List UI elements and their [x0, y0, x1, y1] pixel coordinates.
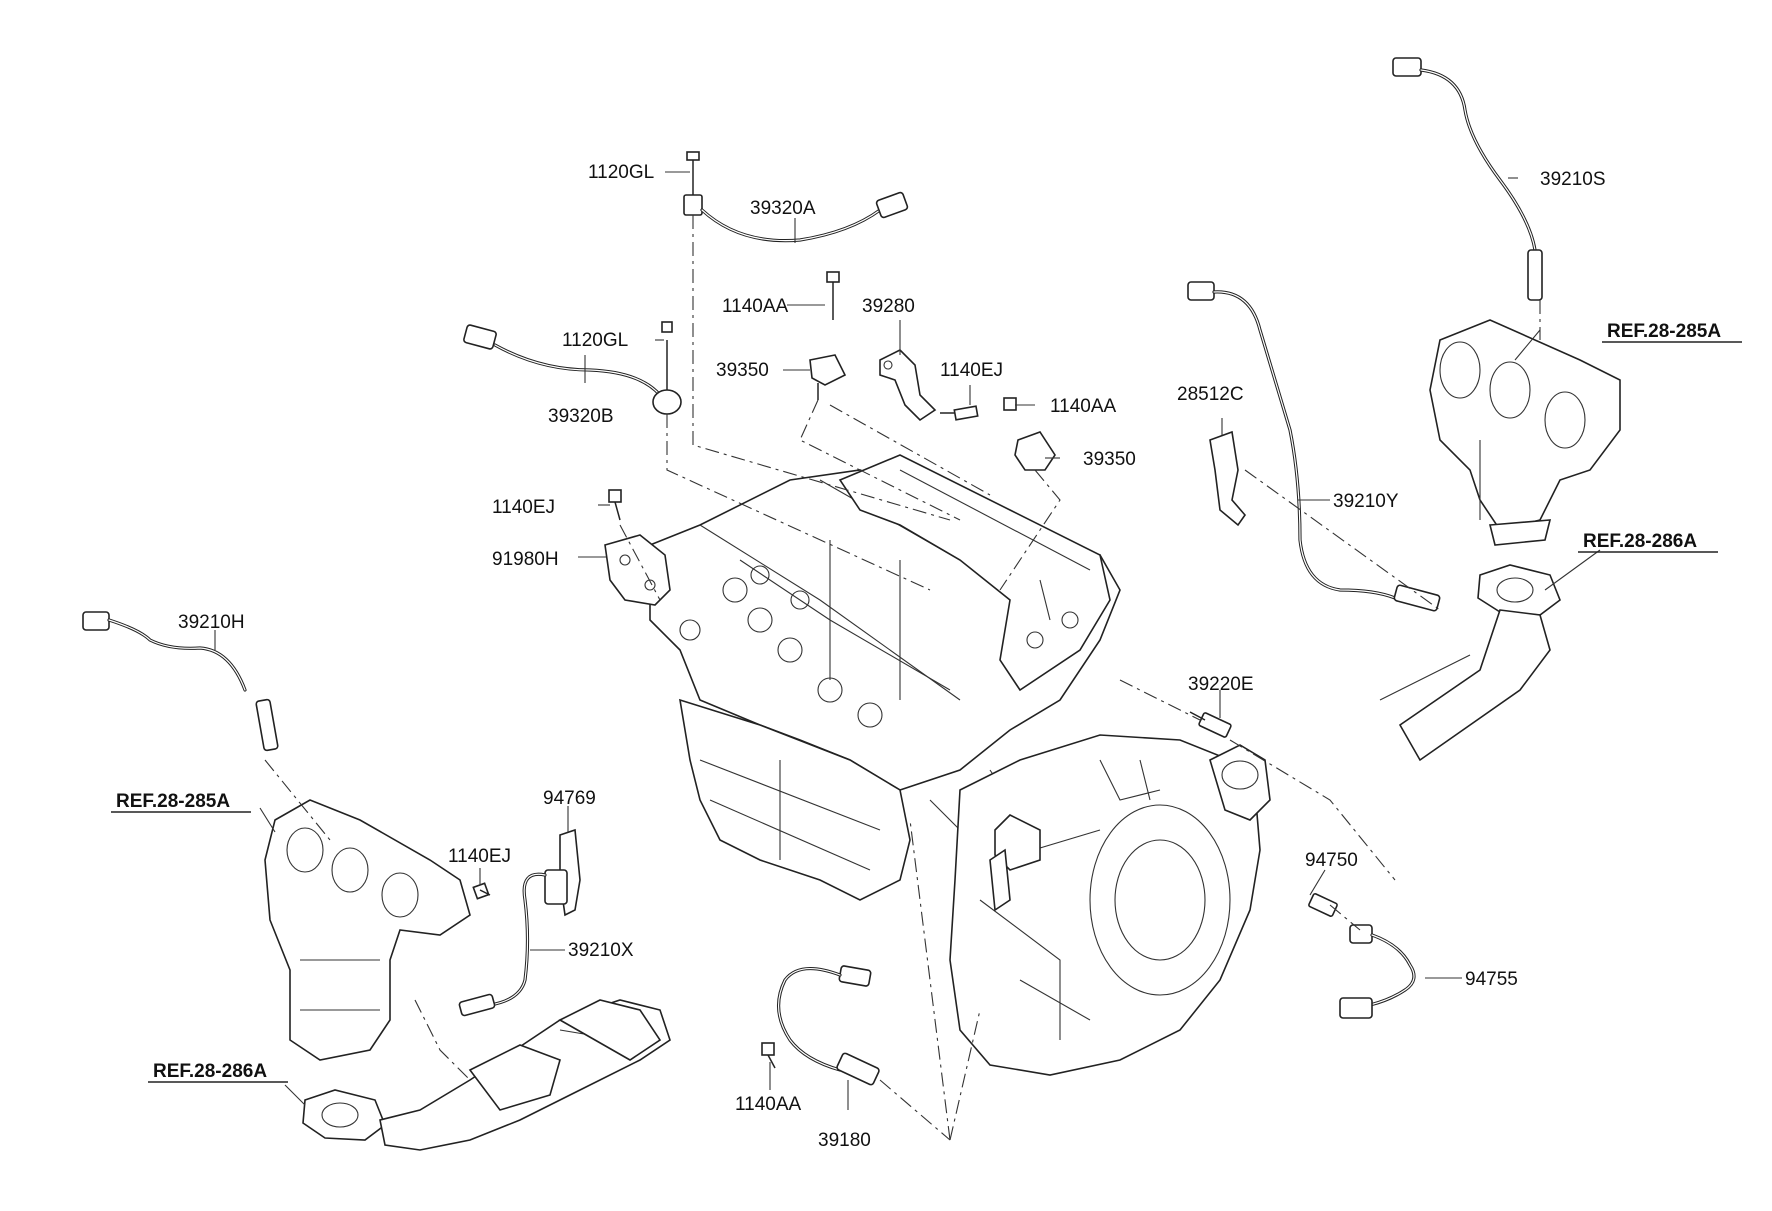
cam-sensor-39350-left: [809, 271, 847, 400]
label-39210x: 39210X: [568, 940, 634, 961]
crank-sensor-39180: [761, 965, 880, 1086]
label-39210h: 39210H: [178, 612, 245, 633]
label-39320b: 39320B: [548, 406, 614, 427]
ref-285a-right: REF.28-285A: [1607, 321, 1721, 342]
label-1140ej-c: 1140EJ: [448, 846, 511, 867]
label-39180: 39180: [818, 1130, 871, 1151]
ref-285a-left: REF.28-285A: [116, 791, 230, 812]
label-1140ej-b: 1140EJ: [492, 497, 555, 518]
bracket-94769: [544, 828, 581, 917]
sensor-94750: [1308, 893, 1338, 917]
o2-sensor-39210s: [1392, 57, 1543, 301]
o2-sensor-39210x: [458, 872, 547, 1017]
exhaust-pipe-right: [1379, 609, 1551, 762]
exhaust-pipe-left: [379, 999, 671, 1151]
bracket-28512c: [1209, 430, 1247, 527]
engine-block: [649, 454, 1271, 1076]
label-39220e: 39220E: [1188, 674, 1254, 695]
label-1140aa-b: 1140AA: [1050, 396, 1117, 417]
flange-right: [1477, 564, 1561, 616]
o2-sensor-39210h: [82, 611, 279, 752]
flange-left: [302, 1089, 386, 1141]
label-39350-b: 39350: [1083, 449, 1136, 470]
part-labels: 1120GL 39320A 1140AA 39280 1120GL 39350 …: [178, 162, 1606, 1151]
sensor-94755: [1339, 924, 1416, 1019]
label-28512c: 28512C: [1177, 384, 1244, 405]
label-1120gl-top: 1120GL: [588, 162, 654, 183]
label-94750: 94750: [1305, 850, 1358, 871]
label-39320a: 39320A: [750, 198, 816, 219]
knock-sensor-39320a: [683, 151, 909, 243]
label-91980h: 91980H: [492, 549, 559, 570]
bracket-39280: [879, 349, 979, 422]
bracket-91980h: [604, 489, 671, 606]
label-94769: 94769: [543, 788, 596, 809]
o2-sensor-39210y: [1187, 281, 1441, 612]
exhaust-manifold-left: [264, 799, 471, 1061]
label-39210s: 39210S: [1540, 169, 1606, 190]
ref-underlines: [111, 341, 1742, 1083]
label-1140aa-c: 1140AA: [735, 1094, 802, 1115]
label-94755: 94755: [1465, 969, 1518, 990]
label-39350-a: 39350: [716, 360, 769, 381]
label-1140ej-a: 1140EJ: [940, 360, 1003, 381]
ref-286a-right: REF.28-286A: [1583, 531, 1697, 552]
bolt-1140ej-left: [472, 882, 491, 900]
label-1140aa-a: 1140AA: [722, 296, 789, 317]
reference-labels: REF.28-285A REF.28-286A REF.28-285A REF.…: [116, 321, 1721, 1082]
label-39280: 39280: [862, 296, 915, 317]
temp-sensor-39220e: [1189, 711, 1232, 738]
exhaust-manifold-right: [1429, 319, 1621, 546]
ref-286a-left: REF.28-286A: [153, 1061, 267, 1082]
label-39210y: 39210Y: [1333, 491, 1399, 512]
cam-sensor-39350-right: [1003, 397, 1056, 471]
label-1120gl-b: 1120GL: [562, 330, 628, 351]
assembly-guides: [264, 215, 1541, 1141]
leader-lines: [214, 171, 1601, 1110]
